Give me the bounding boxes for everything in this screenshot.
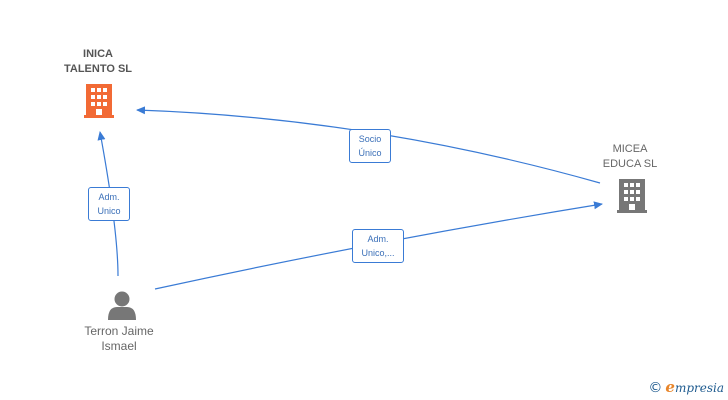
- node-label-terron[interactable]: Terron Jaime Ismael: [74, 324, 164, 354]
- brand-logo: ©empresia: [648, 378, 724, 396]
- node-label-line2: Ismael: [101, 339, 137, 353]
- brand-name: mpresia: [674, 381, 724, 395]
- edge-label-line1: Adm.: [367, 234, 389, 244]
- edge-label-socio-unico[interactable]: Socio Único: [349, 129, 391, 163]
- edge-label-adm-unico-micea[interactable]: Adm. Unico,...: [352, 229, 404, 263]
- node-label-inica[interactable]: INICA TALENTO SL: [58, 47, 138, 77]
- copyright-icon: ©: [648, 380, 663, 396]
- node-label-line1: INICA: [83, 48, 113, 60]
- edge-label-line2: Unico: [97, 206, 121, 216]
- node-label-line1: MICEA: [612, 143, 648, 155]
- node-label-line2: TALENTO SL: [63, 63, 133, 75]
- node-label-micea[interactable]: MICEA EDUCA SL: [590, 142, 670, 172]
- node-label-line2: EDUCA SL: [602, 158, 658, 170]
- edge-label-line2: Unico,...: [361, 248, 395, 258]
- edge-label-adm-unico-inica[interactable]: Adm. Unico: [88, 187, 130, 221]
- node-label-line1: Terron Jaime: [84, 324, 154, 338]
- edge-label-line1: Socio: [358, 134, 382, 144]
- person-icon[interactable]: [108, 291, 136, 321]
- edge-label-line2: Único: [358, 148, 382, 158]
- building-icon[interactable]: [84, 84, 114, 118]
- building-icon[interactable]: [617, 179, 647, 213]
- edge-label-line1: Adm.: [98, 192, 120, 202]
- brand-e: e: [665, 378, 675, 396]
